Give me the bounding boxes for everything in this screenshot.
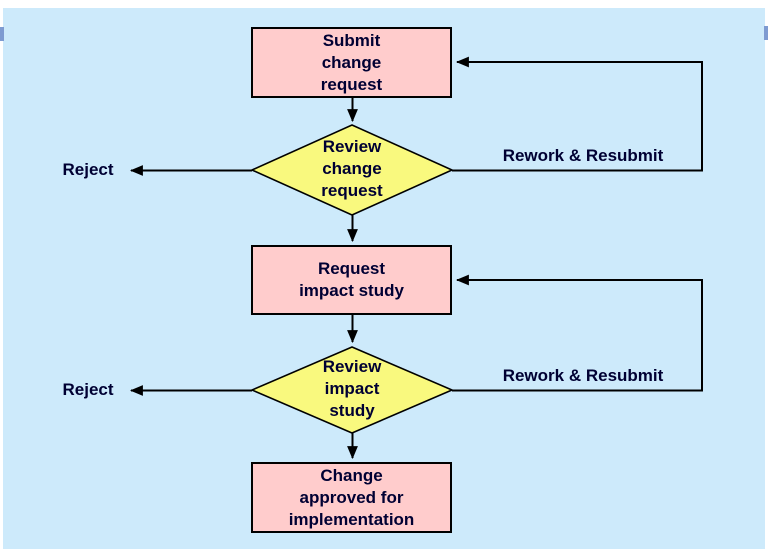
node-request-impact-study: Request impact study <box>251 245 452 315</box>
node-change-approved-label: Change approved for implementation <box>288 465 415 529</box>
edge-label-rework-resubmit-2: Rework & Resubmit <box>502 366 664 385</box>
arrow-rework-resubmit-loop-1 <box>452 56 703 172</box>
node-submit-change-request-label: Submit change request <box>320 30 383 94</box>
node-review-change-request-label: Review change request <box>272 136 432 202</box>
node-request-impact-study-label: Request impact study <box>299 259 404 300</box>
decision-label-text: Review impact study <box>322 357 382 420</box>
left-edge-marker <box>0 27 4 41</box>
arrow-rework-resubmit-loop-2 <box>452 274 703 392</box>
edge-label-reject-2: Reject <box>62 380 114 399</box>
node-review-impact-study-label: Review impact study <box>272 356 432 422</box>
edge-label-rework-resubmit-1: Rework & Resubmit <box>502 146 664 165</box>
node-submit-change-request: Submit change request <box>251 27 452 98</box>
node-change-approved: Change approved for implementation <box>251 462 452 533</box>
decision-review-impact-study-shape <box>249 346 455 434</box>
right-edge-marker <box>764 26 768 40</box>
edge-label-reject-1: Reject <box>62 160 114 179</box>
decision-review-change-request-shape <box>250 124 454 216</box>
decision-label-text: Review change request <box>321 137 383 200</box>
